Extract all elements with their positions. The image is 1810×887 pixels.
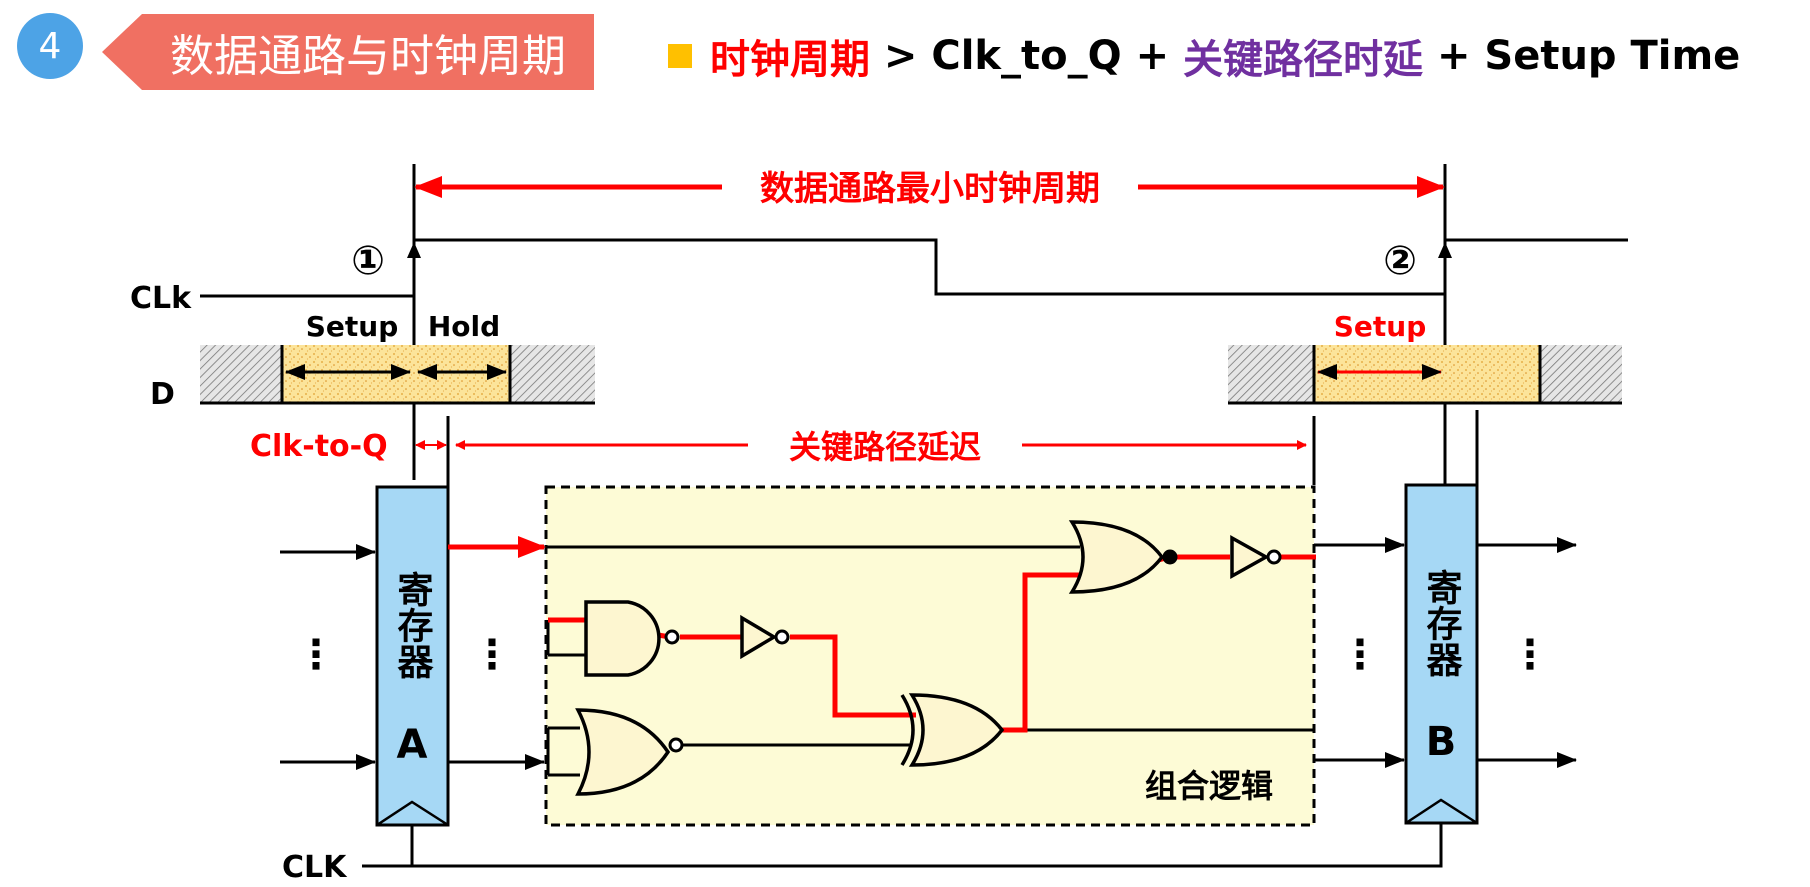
setup-label: Setup — [306, 310, 399, 343]
register-b-label: 寄存器 — [1421, 569, 1463, 677]
ellipsis-input-a: ⋮ — [296, 632, 336, 678]
clock-period-formula: 时钟周期 > Clk_to_Q + 关键路径时延 + Setup Time — [668, 24, 1740, 88]
d-unstable-right-2 — [1540, 345, 1622, 403]
nor-gate-lower — [575, 708, 684, 796]
bottom-clk-label: CLK — [282, 850, 348, 885]
d-unstable-left-1 — [200, 345, 282, 403]
ellipsis-output-b: ⋮ — [1510, 632, 1550, 678]
clock-waveform: ① ② CLk — [130, 238, 1628, 316]
setup2-label: Setup — [1334, 310, 1427, 343]
section-title: 数据通路与时钟周期 — [170, 31, 566, 82]
d-stable-window-2 — [1314, 345, 1540, 403]
section-title-banner: 数据通路与时钟周期 — [102, 14, 594, 90]
d-stable-window-1 — [282, 345, 510, 403]
clk-to-q-label: Clk-to-Q — [250, 429, 388, 464]
section-number-badge: 4 — [17, 13, 83, 79]
critical-path-dimension: Clk-to-Q 关键路径延迟 — [250, 416, 1316, 495]
formula-clock-period: 时钟周期 — [710, 37, 870, 83]
banner-shape — [102, 14, 594, 90]
register-a: 寄存器 A — [375, 485, 450, 827]
d-unstable-left-2 — [1228, 345, 1314, 403]
register-b: 寄存器 B — [1404, 483, 1479, 825]
register-a-clock-icon — [376, 800, 449, 827]
critical-path-label: 关键路径延迟 — [789, 428, 981, 466]
register-b-clock-icon — [1405, 798, 1478, 825]
clk-label: CLk — [130, 281, 192, 316]
d-unstable-right-1 — [510, 345, 595, 403]
bottom-clock-line: CLK — [282, 823, 1443, 885]
edge1-label: ① — [351, 238, 385, 284]
xor-gate — [900, 693, 1005, 767]
d-label: D — [150, 377, 175, 412]
min-clock-period-dimension: 数据通路最小时钟周期 — [412, 164, 1447, 485]
and-gate-inversion-bubble — [664, 629, 680, 645]
bullet-square-icon — [668, 44, 692, 68]
d-waveform: D Setup Hold Setup — [150, 310, 1622, 412]
comb-logic-label: 组合逻辑 — [1145, 767, 1273, 805]
edge2-label: ② — [1383, 238, 1417, 284]
min-period-label: 数据通路最小时钟周期 — [760, 169, 1100, 209]
register-b-letter: B — [1426, 719, 1457, 765]
register-a-letter: A — [397, 722, 428, 768]
nor-gate-upper — [1068, 520, 1178, 594]
ellipsis-input-b: ⋮ — [1340, 632, 1380, 678]
formula-setup-time: + Setup Time — [1423, 33, 1741, 79]
formula-clk-to-q: > Clk_to_Q + — [870, 33, 1184, 79]
formula-critical-path: 关键路径时延 — [1183, 37, 1424, 83]
register-io-wires — [280, 410, 1577, 770]
register-a-label: 寄存器 — [392, 571, 434, 679]
inverter-2 — [1230, 535, 1282, 579]
hold-label: Hold — [428, 310, 500, 343]
ellipsis-output-a: ⋮ — [472, 632, 512, 678]
combinational-logic-box — [544, 485, 1316, 827]
inverter-1 — [740, 614, 790, 660]
logic-wires — [546, 545, 1314, 777]
and-gate — [584, 600, 680, 677]
